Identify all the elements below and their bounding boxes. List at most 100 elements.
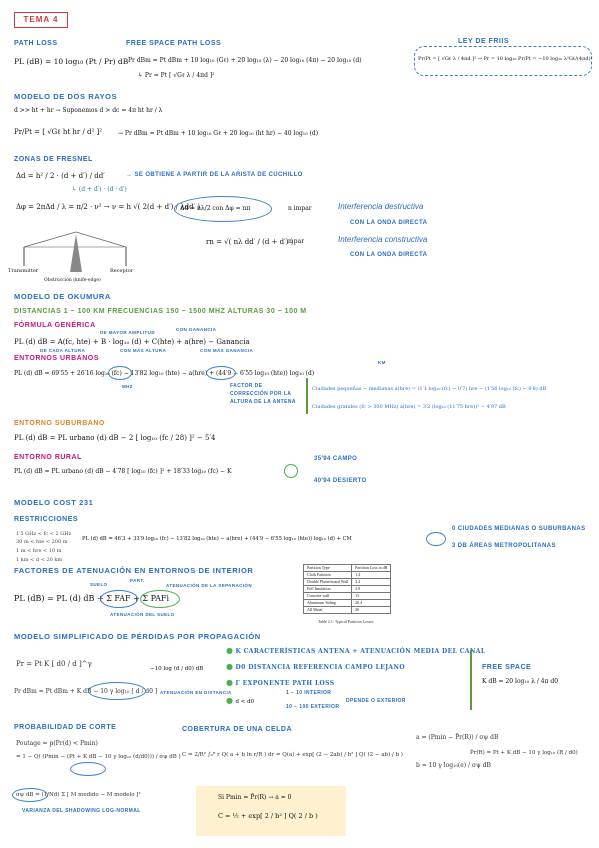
rural-k-desert: 40′94 desierto	[314, 478, 367, 484]
simplified-b3-text: γ exponente path loss	[235, 680, 335, 687]
table-cell: 3.9	[351, 585, 392, 593]
urban-mhz-label: MHz	[122, 384, 133, 389]
outage-sigma: σψ dB = (1/Nd) Σ [ M medido − M modelo ]…	[16, 792, 141, 798]
free-space-ratio: ↳ Pr = Pt [ √Gℓ λ / 4πd ]²	[138, 72, 215, 79]
fresnel-impar-sub: con la onda directa	[350, 220, 428, 226]
simplified-b2: ● d0 distancia referencia campo lejano	[226, 662, 405, 671]
table-cell: 3.4	[351, 578, 392, 586]
simplified-b4b: 10 − 100 exterior	[286, 704, 340, 710]
two-ray-heading: Modelo de dos rayos	[14, 92, 118, 101]
rural-k-field: 35′94 campo	[314, 456, 358, 462]
fresnel-circle-eq: Δd = nλ/2 con Δφ = nπ	[180, 205, 251, 212]
obstruction-label: Obstrucción (knife-edge)	[44, 278, 101, 283]
cost231-cm0: 0 ciudades medianas o suburbanas	[452, 526, 586, 532]
table-caption: Table 2.1: Typical Partition Losses	[318, 619, 374, 624]
simplified-b1-text: K características antena + atenuación me…	[235, 648, 486, 655]
table-cell: Concrete wall	[302, 592, 353, 600]
fresnel-note2: ↳ (d + d′) · (d · d′)	[72, 186, 127, 193]
simplified-b4: ● d < d0	[226, 696, 254, 705]
simplified-ann2: Atenuación en distancia	[160, 690, 232, 695]
bullet-icon: ●	[226, 646, 236, 655]
free-space-k: K dB = 20 log₁₀ λ / 4π d0	[482, 678, 559, 685]
restriction-2: 30 m < hte < 200 m	[16, 539, 68, 545]
hata-ann-2: con más altura	[120, 348, 167, 353]
cell-coverage-eq: C = 2/R² ∫₀ᴿ r Q( a + b ln r/R ) dr = Q(…	[182, 752, 403, 758]
restriction-3: 1 m < hre < 10 m	[16, 548, 62, 554]
cm-highlight	[426, 532, 446, 546]
obstruction-shape	[70, 234, 82, 272]
outage-eq2: = 1 − Q( (Pmin − (Pt + K dB − 10 γ log₁₀…	[16, 754, 181, 760]
table-cell: Cloth Partition	[302, 571, 353, 579]
fc-highlight	[108, 366, 132, 380]
cell-b: b = 10 γ log₁₀(e) / σψ dB	[416, 762, 491, 769]
simplified-heading: Modelo simplificado de pérdidas por prop…	[14, 632, 261, 641]
path-loss-heading: Path loss	[14, 40, 58, 47]
fresnel-impar: n impar	[288, 205, 312, 212]
outage-heading: Probabilidad de corte	[14, 724, 117, 731]
two-ray-condition: d >> ht + hr → Suponemos d > dc = 4π ht …	[14, 107, 163, 114]
large-cities-eq: Ciudades grandes (fc > 300 MHz) a(hre) =…	[312, 404, 506, 410]
free-space-bracket	[470, 650, 472, 710]
two-ray-dbm: → Pr dBm = Pt dBm + 10 log₁₀ Gℓ + 20 log…	[118, 130, 319, 137]
cell-pr: P̄r(R) = Pt + K dB − 10 γ log₁₀ (R / d0)	[470, 750, 578, 756]
correction-factor-note: Factor de corrección por la altura de la…	[230, 383, 296, 405]
cell-h1: Si Pmin = P̄r(R) → a = 0	[218, 794, 292, 801]
faf-highlight	[100, 590, 138, 608]
cell-h2: C = ½ + exp[ 2 / b² ] Q( 2 / b )	[218, 812, 318, 820]
hata-ann-3: de mayor amplitud	[100, 330, 155, 335]
transmitter-label: Transmitter	[8, 268, 39, 274]
cell-a: a = (Pmin − P̄r(R)) / σψ dB	[416, 734, 499, 741]
indoor-equation: PL (dB) = PL (d) dB + Σ FAF + Σ PAFi	[14, 594, 170, 603]
friis-heading: Ley de Friis	[458, 38, 509, 45]
fresnel-par-result: Interferencia constructiva	[338, 235, 428, 244]
hata-ann-1: de cada altura	[40, 348, 86, 353]
table-cell: 20.4	[351, 599, 392, 607]
hata-ann-4: con más ganancia	[200, 348, 254, 353]
indoor-heading: Factores de atenuación en entornos de in…	[14, 566, 254, 575]
table-header: Partition Type	[302, 564, 353, 572]
okumura-heading: Modelo de Okumura	[14, 292, 111, 301]
two-ray-ratio: Pr/Pt = [ √Gℓ ht hr / d² ]²	[14, 128, 103, 136]
restrictions-heading: Restricciones	[14, 516, 79, 523]
table-cell: 1.4	[351, 571, 392, 579]
table-cell: Double Plasterboard Wall	[302, 578, 353, 586]
free-space-heading: Free space path loss	[126, 40, 222, 47]
fresnel-circle	[174, 196, 272, 222]
friis-equation: Pr/Pt = [ √Gℓ λ / 4πd ]² → Pr = 10 log₁₀…	[418, 56, 593, 62]
indoor-ann-part: part.	[130, 578, 145, 583]
friis-box	[414, 46, 592, 76]
bullet-icon: ●	[226, 662, 236, 671]
generic-formula-heading: Fórmula genérica	[14, 322, 96, 329]
restriction-1: 1′5 GHz < fc < 2 GHz	[16, 531, 72, 537]
table-header: Partition Loss in dB	[351, 564, 392, 572]
simplified-b4-text: d < d0	[235, 699, 255, 705]
outage-eq1: Poutage = p(Pr(d) < Pmin)	[16, 740, 98, 747]
a-hre-highlight	[206, 366, 236, 380]
generic-formula-equation: PL (d) dB = A(fc, hte) + B · log₁₀ (d) +…	[14, 338, 250, 346]
simplified-ann: −10 log (d / d0) dB	[150, 666, 204, 672]
fresnel-delta-d: Δd = h² / 2 · (d + d′) / dd′	[16, 172, 105, 180]
knife-edge-diagram	[23, 231, 127, 272]
indoor-ann-suelo: atenuación del suelo	[110, 612, 175, 617]
simplified-b4a: 1 − 10 interior	[286, 690, 332, 696]
rural-heading: Entorno rural	[14, 454, 82, 461]
fresnel-radius: rn = √( nλ dd′ / (d + d′) )	[206, 238, 294, 246]
page-title: Tema 4	[14, 12, 68, 28]
fresnel-delta-phi: Δφ = 2πΔd / λ = π/2 · ν² → ν = h √( 2(d …	[16, 203, 201, 211]
fresnel-note: → se obtiene a partir de la arista de cu…	[126, 172, 303, 178]
rural-equation: PL (d) dB = PL urbano (d) dB − 4′78 [ lo…	[14, 468, 232, 475]
okumura-ranges: Distancias 1 − 100 km Frecuencias 150 − …	[14, 308, 307, 315]
small-cities-eq: Ciudades pequeñas − medianas a(hre) = (1…	[312, 386, 547, 392]
simplified-b2-text: d0 distancia referencia campo lejano	[235, 664, 406, 671]
sigma-highlight	[70, 762, 106, 776]
table-header-row: Partition Type Partition Loss in dB	[302, 564, 392, 572]
fresnel-par-sub: con la onda directa	[350, 252, 428, 258]
indoor-ann-sep: atenuación de la separación	[166, 583, 252, 588]
simplified-b4c: dpende o exterior	[346, 698, 406, 704]
